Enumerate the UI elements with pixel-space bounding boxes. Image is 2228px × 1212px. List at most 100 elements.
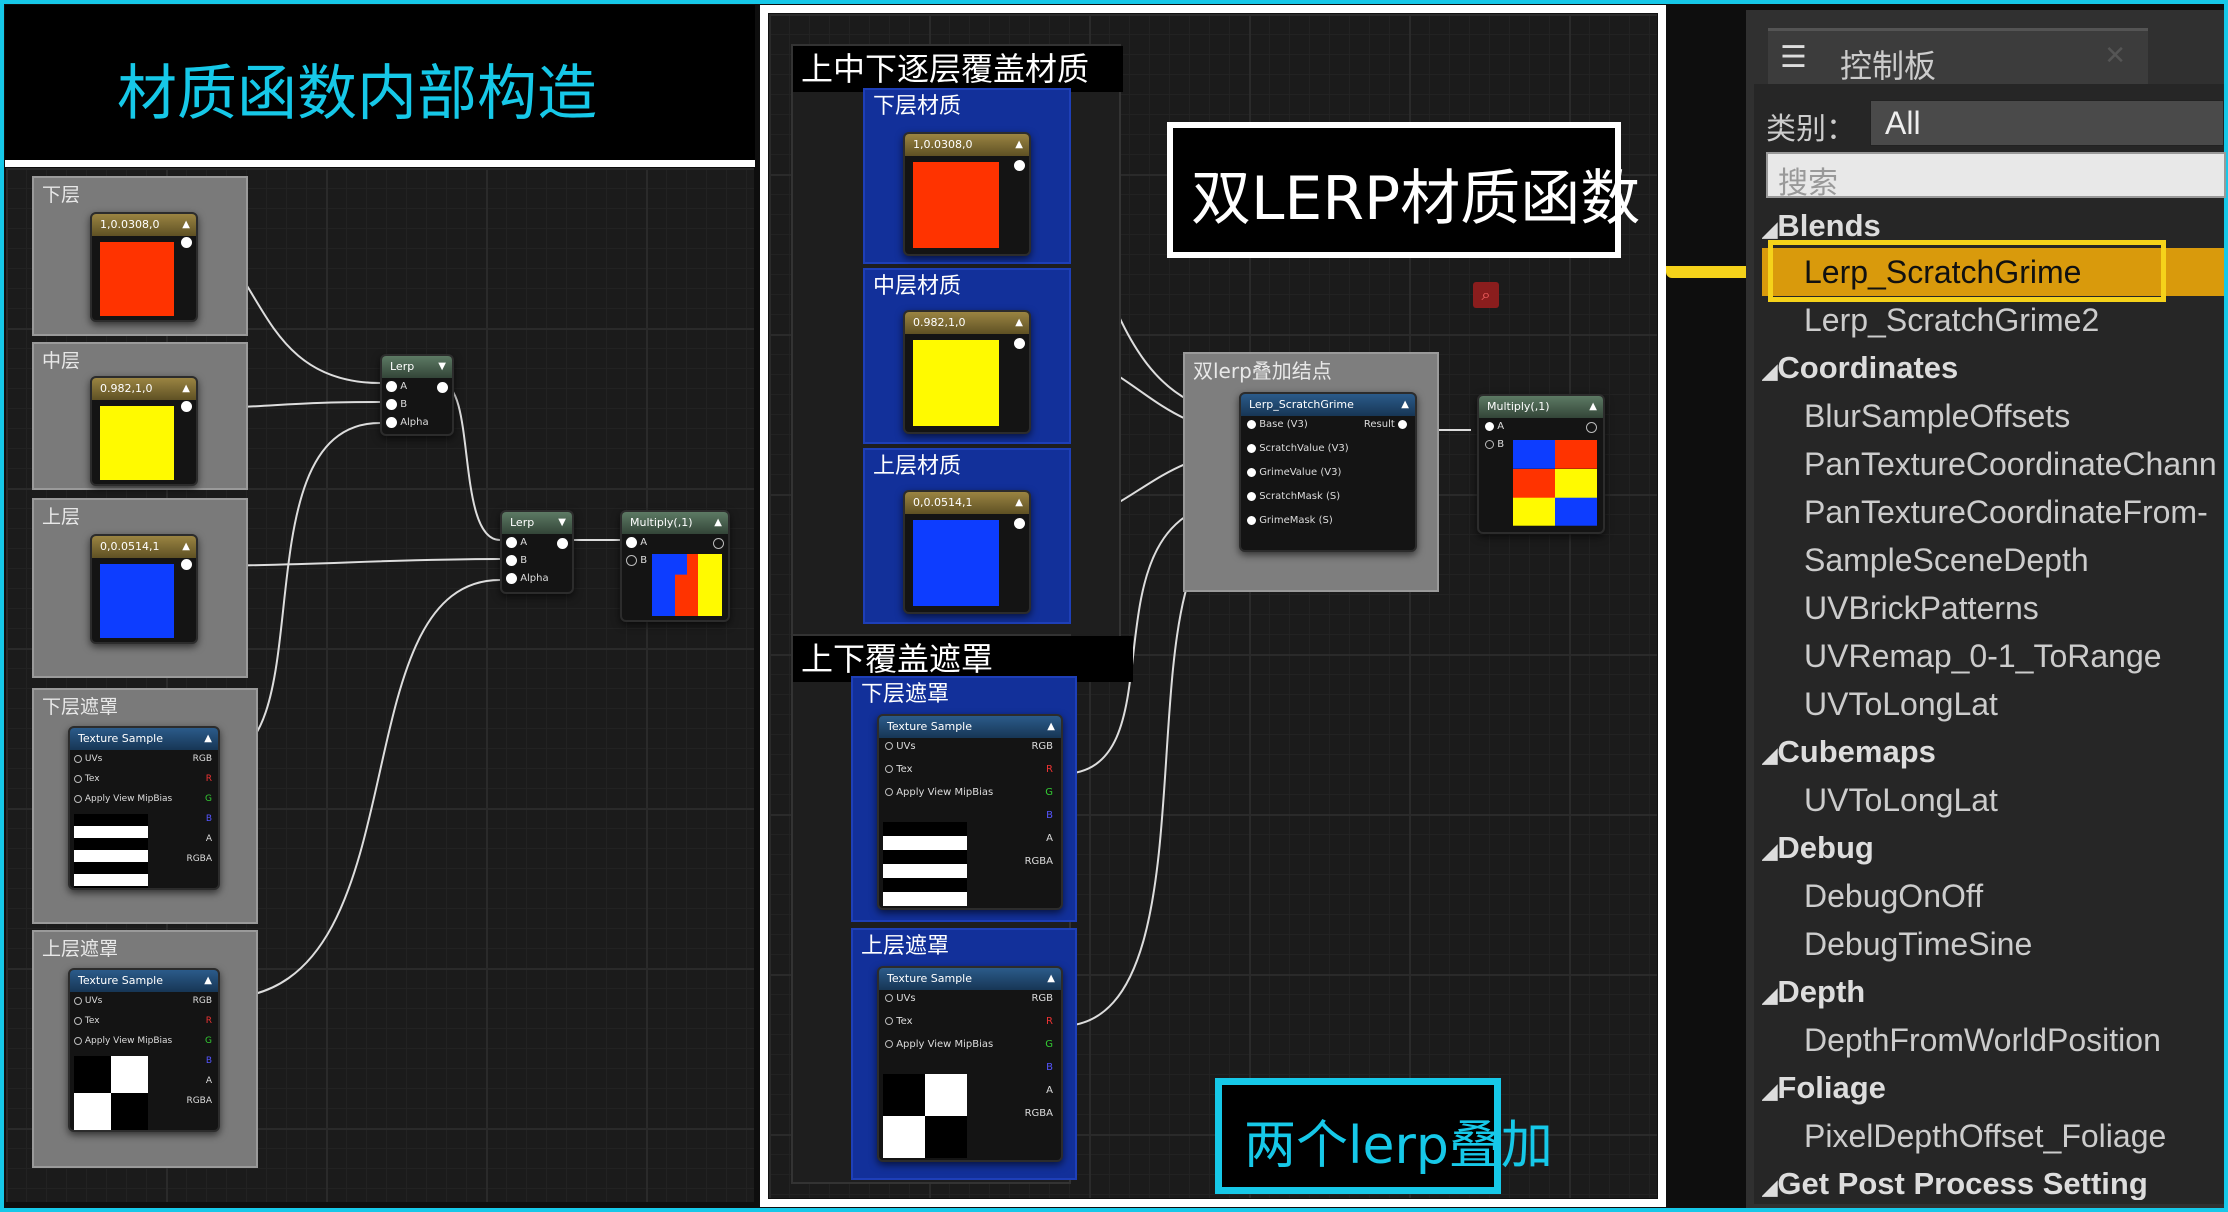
input-pin[interactable]: [386, 416, 397, 428]
output-pin[interactable]: [437, 382, 448, 393]
collapse-icon[interactable]: ▲: [204, 733, 212, 744]
output-pin[interactable]: [1014, 518, 1025, 529]
input-pin[interactable]: [885, 742, 893, 750]
expand-icon[interactable]: ◢: [1762, 1177, 1778, 1199]
palette-item[interactable]: UVRemap_0-1_ToRange: [1804, 638, 2162, 674]
input-pin[interactable]: [885, 765, 893, 773]
palette-item[interactable]: DebugTimeSine: [1804, 926, 2033, 962]
pin-b[interactable]: B: [382, 396, 452, 414]
palette-item[interactable]: PixelDepthOffset_Foliage: [1804, 1118, 2167, 1154]
input-pin[interactable]: [885, 1017, 893, 1025]
input-pin[interactable]: [506, 572, 517, 584]
pin-b[interactable]: B: [1479, 436, 1603, 454]
pin-a[interactable]: A: [1479, 418, 1603, 436]
expand-icon[interactable]: ◢: [1762, 985, 1778, 1007]
output-pin[interactable]: [713, 538, 724, 549]
collapse-icon[interactable]: ▲: [182, 383, 190, 394]
input-pin[interactable]: [506, 554, 517, 566]
input-pin[interactable]: [74, 996, 82, 1005]
collapse-icon[interactable]: ▼: [558, 517, 566, 528]
group-foliage[interactable]: ◢Foliage: [1762, 1070, 1886, 1106]
middle-graph-canvas[interactable]: 上中下逐层覆盖材质 下层材质 中层材质 上层材质 1,0.0308,0▲ 0.9…: [769, 14, 1657, 1198]
palette-item[interactable]: PanTextureCoordinateFrom-: [1804, 494, 2208, 530]
multiply-node[interactable]: Multiply(,1)▲ A B: [620, 510, 730, 622]
palette-item-lerp-scratchgrime2[interactable]: Lerp_ScratchGrime2: [1804, 302, 2100, 338]
collapse-icon[interactable]: ▲: [714, 517, 722, 528]
collapse-icon[interactable]: ▲: [1015, 317, 1023, 328]
pin-grime-value[interactable]: GrimeValue (V3): [1241, 464, 1415, 488]
expand-icon[interactable]: ◢: [1762, 1081, 1778, 1103]
input-pin[interactable]: [1247, 419, 1256, 429]
collapse-icon[interactable]: ▲: [1047, 721, 1055, 732]
lerp-node-1[interactable]: Lerp▼ A B Alpha: [380, 354, 454, 436]
input-pin[interactable]: [626, 554, 637, 566]
group-cubemaps[interactable]: ◢Cubemaps: [1762, 734, 1936, 770]
palette-item[interactable]: DepthFromWorldPosition: [1804, 1022, 2161, 1058]
pin-b[interactable]: B: [622, 552, 728, 570]
pin-base[interactable]: Base (V3)Result: [1241, 416, 1415, 440]
constant-node-top[interactable]: 0,0.0514,1▲: [903, 490, 1031, 614]
input-pin[interactable]: [885, 1040, 893, 1048]
output-pin[interactable]: [181, 559, 192, 570]
palette-item[interactable]: PanTextureCoordinateChann: [1804, 446, 2217, 482]
constant-node-top[interactable]: 0,0.0514,1▲: [90, 534, 198, 644]
constant-node-middle[interactable]: 0.982,1,0▲: [903, 310, 1031, 434]
pin-a[interactable]: A: [502, 534, 572, 552]
category-dropdown[interactable]: All: [1870, 100, 2224, 146]
collapse-icon[interactable]: ▲: [1015, 497, 1023, 508]
output-pin[interactable]: [181, 401, 192, 412]
pin-alpha[interactable]: Alpha: [382, 414, 452, 432]
palette-item[interactable]: SampleSceneDepth: [1804, 542, 2089, 578]
pin-scratch-value[interactable]: ScratchValue (V3): [1241, 440, 1415, 464]
pin-a[interactable]: A: [622, 534, 728, 552]
input-pin[interactable]: [1247, 515, 1256, 525]
collapse-icon[interactable]: ▲: [182, 541, 190, 552]
expand-icon[interactable]: ◢: [1762, 841, 1778, 863]
output-pin[interactable]: [557, 538, 568, 549]
input-pin[interactable]: [626, 536, 637, 548]
palette-item[interactable]: UVToLongLat: [1804, 686, 1998, 722]
group-debug[interactable]: ◢Debug: [1762, 830, 1874, 866]
input-pin[interactable]: [1485, 439, 1494, 449]
search-icon[interactable]: ⌕: [1473, 282, 1499, 308]
palette-item[interactable]: BlurSampleOffsets: [1804, 398, 2071, 434]
palette-item[interactable]: DebugOnOff: [1804, 878, 1984, 914]
group-get-post-process-setting[interactable]: ◢Get Post Process Setting: [1762, 1166, 2148, 1200]
group-coordinates[interactable]: ◢Coordinates: [1762, 350, 1958, 386]
pin-a[interactable]: A: [382, 378, 452, 396]
pin-alpha[interactable]: Alpha: [502, 570, 572, 588]
multiply-node[interactable]: Multiply(,1)▲ A B: [1477, 394, 1605, 534]
lerp-node-2[interactable]: Lerp▼ A B Alpha: [500, 510, 574, 594]
input-pin[interactable]: [885, 994, 893, 1002]
collapse-icon[interactable]: ▲: [1401, 399, 1409, 410]
collapse-icon[interactable]: ▲: [204, 975, 212, 986]
close-icon[interactable]: ✕: [2104, 41, 2126, 71]
expand-icon[interactable]: ◢: [1762, 745, 1778, 767]
expand-icon[interactable]: ◢: [1762, 219, 1778, 241]
output-pin[interactable]: [1586, 422, 1597, 433]
input-pin[interactable]: [74, 774, 82, 783]
output-pin[interactable]: [1014, 160, 1025, 171]
group-depth[interactable]: ◢Depth: [1762, 974, 1865, 1010]
palette-item[interactable]: UVToLongLat: [1804, 782, 1998, 818]
input-pin[interactable]: [1485, 421, 1494, 431]
input-pin[interactable]: [74, 1016, 82, 1025]
collapse-icon[interactable]: ▼: [438, 361, 446, 372]
input-pin[interactable]: [386, 398, 397, 410]
input-pin[interactable]: [1247, 491, 1256, 501]
collapse-icon[interactable]: ▲: [182, 219, 190, 230]
input-pin[interactable]: [885, 788, 893, 796]
constant-node-bottom[interactable]: 1,0.0308,0▲: [903, 132, 1031, 256]
